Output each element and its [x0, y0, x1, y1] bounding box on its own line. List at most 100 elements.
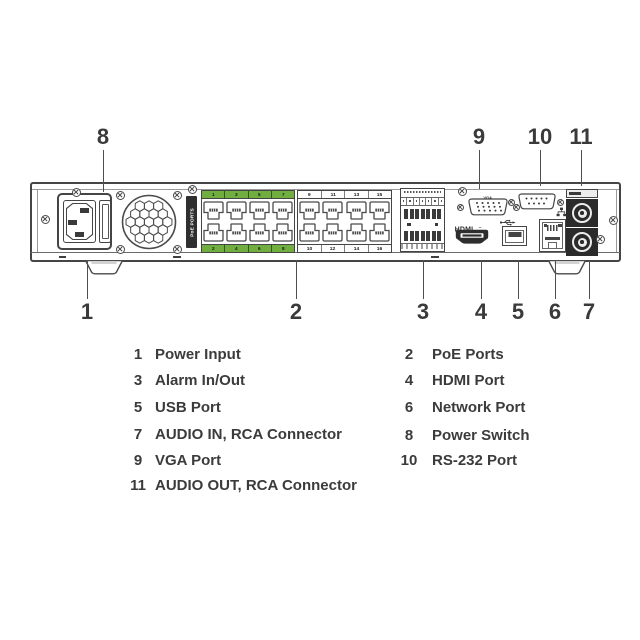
fan-grille: [121, 194, 177, 250]
hdmi-port: [455, 229, 489, 244]
network-nodes-icon: [556, 207, 567, 217]
alarm-terminal: [404, 208, 408, 219]
alarm-terminal-row: [401, 230, 444, 241]
callout-line-11: [581, 150, 582, 186]
chassis-top-inner-line: [32, 189, 619, 190]
callout-number-3: 3: [416, 299, 430, 324]
rj45-jack: [321, 199, 344, 222]
alarm-number-cell: [414, 197, 420, 205]
poe-port-number-cell: 12: [322, 245, 345, 252]
poe-strip-top: 1 3 5 7: [201, 190, 295, 199]
poe-port-number: 14: [353, 245, 360, 252]
chassis-left-inner-line: [37, 189, 38, 253]
poe-port-number: 3: [234, 191, 238, 198]
alarm-terminal-row: [401, 208, 444, 219]
poe-port-number: 5: [258, 191, 261, 198]
poe-port-number: 2: [211, 245, 215, 252]
screw-fan-tl: [115, 190, 125, 200]
vga-port: [468, 198, 508, 216]
alarm-terminal: [431, 230, 436, 241]
legend-num-5: 5: [133, 399, 143, 416]
callout-line-1: [87, 260, 88, 299]
power-switch: [99, 200, 111, 243]
rail-mark: [173, 255, 181, 258]
callout-number-8: 8: [96, 124, 110, 149]
power-input-socket: [63, 200, 96, 243]
rj45-jack: [271, 199, 294, 222]
poe-port-number: 12: [329, 245, 336, 252]
alarm-bottom-strip: [401, 242, 444, 249]
alarm-terminal: [404, 230, 408, 241]
legend-label-4: HDMI Port: [432, 372, 505, 389]
rj45-jack: [321, 222, 344, 245]
screw-left-ear: [40, 214, 50, 224]
screw-vga-area: [457, 186, 467, 196]
poe-strip-bottom: 10 12 14 16: [297, 244, 392, 253]
callout-line-2: [296, 260, 297, 299]
rail-mark: [59, 255, 66, 258]
poe-port-number-cell: 1: [202, 191, 226, 198]
callout-number-6: 6: [548, 299, 562, 324]
poe-port-number: 10: [306, 245, 313, 252]
screw-right-lower: [595, 234, 605, 244]
rj45-jack: [298, 199, 321, 222]
legend-label-5: USB Port: [155, 399, 221, 416]
rj45-jack: [368, 199, 391, 222]
audio-in-rca-jack: [566, 228, 598, 256]
rj45-jack: [225, 222, 248, 245]
poe-port-number-cell: 11: [322, 191, 345, 198]
poe-port-number: 13: [353, 191, 360, 198]
callout-number-9: 9: [472, 124, 486, 149]
callout-line-4: [481, 260, 482, 299]
poe-jack-grid: [201, 199, 295, 244]
alarm-number-strip: [401, 197, 444, 206]
audio-label-text-mark: [569, 191, 581, 195]
poe-port-number-cell: 14: [345, 245, 369, 252]
poe-port-number-cell: 2: [202, 245, 226, 252]
legend-num-6: 6: [404, 399, 414, 416]
rj45-jack: [202, 199, 225, 222]
power-module: [57, 193, 112, 250]
rj45-jack: [248, 222, 271, 245]
rj45-jack: [345, 199, 368, 222]
alarm-terminal: [420, 208, 425, 219]
callout-number-4: 4: [474, 299, 488, 324]
legend-num-9: 9: [133, 452, 143, 469]
legend-label-2: PoE Ports: [432, 346, 504, 363]
rj45-tab: [548, 242, 557, 248]
usb-port: [502, 226, 527, 246]
legend-num-10: 10: [400, 452, 418, 469]
alarm-io-block: [400, 188, 445, 252]
alarm-number-cell: [407, 197, 414, 205]
screw-power-top: [71, 187, 81, 197]
poe-port-number-cell: 10: [298, 245, 322, 252]
poe-port-number: 7: [281, 191, 285, 198]
poe-port-number-cell: 6: [249, 245, 272, 252]
poe-port-number-cell: 5: [249, 191, 272, 198]
alarm-mid-band: [401, 219, 444, 231]
poe-port-number-cell: 16: [369, 245, 392, 252]
legend-label-9: VGA Port: [155, 452, 222, 469]
poe-ports-strip-label: PoE PORTS: [188, 207, 195, 237]
legend-label-3: Alarm In/Out: [155, 372, 246, 389]
legend-label-10: RS-232 Port: [432, 452, 518, 469]
hdmi-logo-text: HDMI: [454, 225, 474, 234]
legend-label-1: Power Input: [155, 346, 241, 363]
rj45-jack: [298, 222, 321, 245]
audio-label-strip: [566, 189, 598, 198]
rj45-led: [558, 223, 562, 227]
screw-right-upper: [608, 215, 618, 225]
legend-label-8: Power Switch: [432, 427, 530, 444]
vga-label: VGA: [467, 187, 509, 200]
socket-pin: [80, 208, 89, 213]
poe-port-number: 15: [376, 191, 383, 198]
callout-number-7: 7: [582, 299, 596, 324]
vga-screw-left: [456, 203, 464, 211]
poe-port-number: 8: [281, 245, 285, 252]
rj45-jack: [202, 222, 225, 245]
usb-tongue: [508, 232, 521, 237]
screw-poe-strip: [187, 184, 197, 194]
